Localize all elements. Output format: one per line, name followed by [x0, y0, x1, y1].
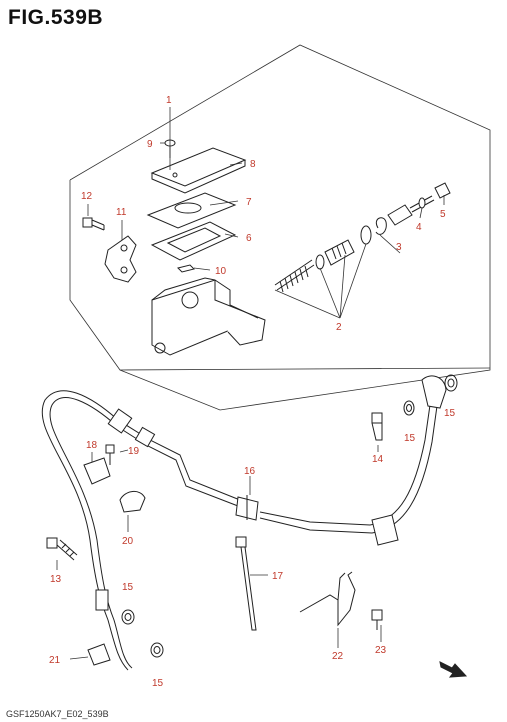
figure-title: FIG.539B	[8, 6, 104, 29]
union-bolt-13[interactable]	[46, 537, 78, 561]
callout-18: 18	[86, 440, 98, 451]
hanger-22[interactable]	[299, 571, 356, 627]
bolt-23[interactable]	[371, 609, 383, 630]
gasket-15-set[interactable]	[121, 374, 458, 658]
circlip-3[interactable]	[375, 217, 387, 235]
holder-11[interactable]	[104, 235, 137, 283]
clamp-20[interactable]	[119, 491, 146, 513]
callout-5: 5	[440, 209, 446, 220]
callout-15: 15	[404, 433, 416, 444]
callout-11: 11	[116, 207, 127, 218]
diaphragm-6[interactable]	[150, 221, 237, 261]
front-direction-arrow-icon	[439, 661, 468, 678]
callout-16: 16	[244, 466, 256, 477]
callout-13: 13	[50, 574, 62, 585]
callout-22: 22	[332, 651, 344, 662]
clamp-21[interactable]	[87, 643, 111, 666]
callout-17: 17	[272, 571, 284, 582]
figure-footer-code: GSF1250AK7_E02_539B	[6, 709, 109, 719]
hose-left[interactable]	[41, 390, 241, 671]
reservoir-cap-8[interactable]	[150, 147, 247, 194]
callout-14: 14	[372, 454, 384, 465]
bolt-19[interactable]	[105, 444, 115, 465]
cable-tie-17[interactable]	[235, 536, 257, 631]
callout-6: 6	[246, 233, 252, 244]
callout-12: 12	[81, 191, 93, 202]
callout-3: 3	[396, 242, 402, 253]
boot-5[interactable]	[434, 182, 451, 199]
callout-10: 10	[215, 266, 227, 277]
clamp-18[interactable]	[83, 457, 111, 485]
push-rod-4[interactable]	[387, 195, 435, 226]
bolt-12[interactable]	[82, 217, 105, 231]
union-bolt-14[interactable]	[371, 412, 383, 441]
callout-23: 23	[375, 645, 387, 656]
callout-9: 9	[147, 139, 153, 150]
callout-7: 7	[246, 197, 252, 208]
leader-lines	[56, 107, 445, 660]
callout-15: 15	[122, 582, 134, 593]
callout-labels: 1 2 3 4 5 6 7 8 9 10 11 12 13 14 15 15 1…	[49, 95, 456, 689]
clamp-16[interactable]	[235, 495, 259, 521]
hose-right[interactable]	[259, 375, 447, 546]
assembly-frame	[69, 44, 491, 411]
callout-2: 2	[336, 322, 342, 333]
clip-10[interactable]	[177, 264, 195, 273]
callout-15: 15	[152, 678, 164, 689]
piston-spring-kit-2[interactable]	[274, 225, 372, 293]
master-cylinder-body[interactable]	[151, 277, 266, 356]
callout-20: 20	[122, 536, 134, 547]
callout-8: 8	[250, 159, 256, 170]
callout-15: 15	[444, 408, 456, 419]
callout-19: 19	[128, 446, 140, 457]
diaphragm-plate-7[interactable]	[146, 192, 237, 229]
callout-21: 21	[49, 655, 61, 666]
callout-1: 1	[166, 95, 172, 106]
callout-4: 4	[416, 222, 422, 233]
